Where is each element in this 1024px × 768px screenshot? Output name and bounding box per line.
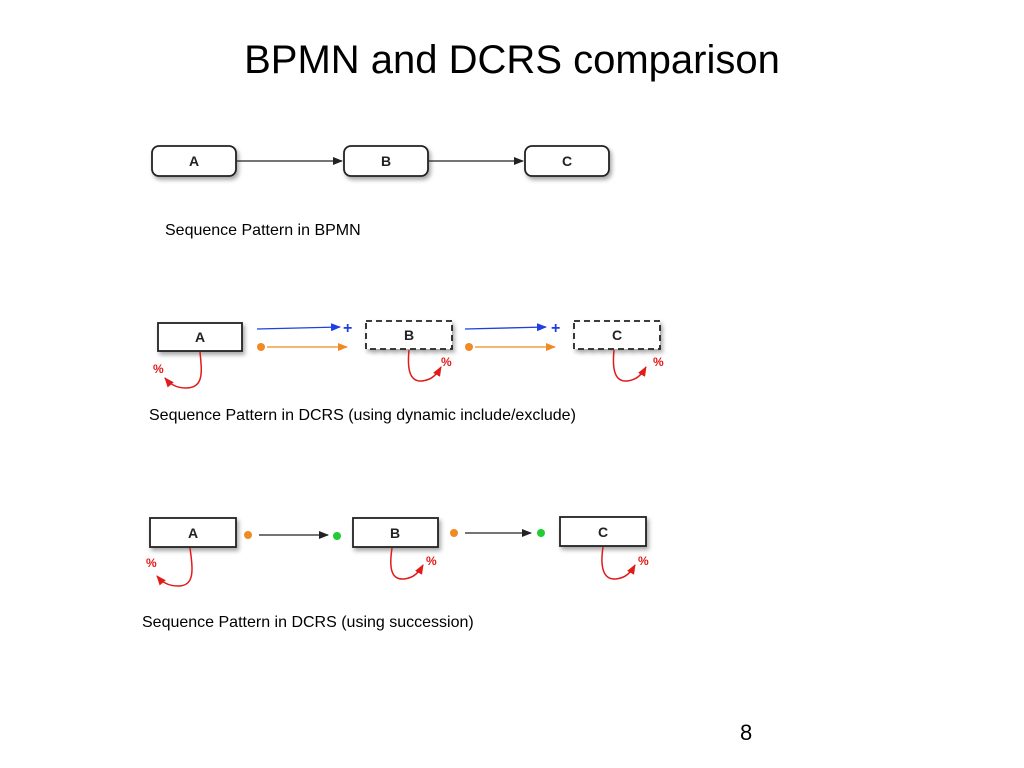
bpmn-task-b-label: B bbox=[381, 153, 391, 169]
bpmn-caption: Sequence Pattern in BPMN bbox=[165, 222, 361, 239]
include-symbol-a-b: + bbox=[343, 320, 352, 337]
include-arrow-b-c bbox=[464, 323, 547, 332]
condition-dot-a-b bbox=[257, 343, 265, 351]
dcrs-s-event-a: A bbox=[149, 517, 237, 548]
condition-dot-b-c-green bbox=[537, 529, 545, 537]
dcrs-succession-diagram: A % B % C % bbox=[146, 516, 649, 587]
dcrs-ie-event-a: A bbox=[157, 322, 243, 352]
dcrs-s-event-c-label: C bbox=[598, 524, 608, 540]
exclude-self-arrow-a-succession bbox=[156, 547, 193, 587]
dcrs-ie-event-b-label: B bbox=[404, 327, 414, 343]
include-symbol-b-c: + bbox=[551, 320, 560, 337]
exclude-symbol-a: % bbox=[153, 362, 164, 376]
exclude-self-arrow-a bbox=[164, 351, 202, 389]
exclude-self-arrow-b-succession bbox=[390, 547, 424, 580]
exclude-symbol-b-succession: % bbox=[426, 554, 437, 568]
dcrs-s-event-c: C bbox=[559, 516, 647, 547]
dcrs-s-event-b: B bbox=[352, 517, 439, 548]
bpmn-task-c-label: C bbox=[562, 153, 572, 169]
condition-dot-b-c bbox=[465, 343, 473, 351]
dcrs-ie-event-a-label: A bbox=[195, 329, 205, 345]
slide-title: BPMN and DCRS comparison bbox=[244, 38, 780, 82]
exclude-symbol-c-succession: % bbox=[638, 554, 649, 568]
exclude-symbol-a-succession: % bbox=[146, 556, 157, 570]
dcrs-ie-event-c-label: C bbox=[612, 327, 622, 343]
bpmn-task-a: A bbox=[151, 145, 237, 177]
exclude-symbol-c: % bbox=[653, 355, 664, 369]
exclude-self-arrow-c bbox=[612, 349, 647, 382]
bpmn-task-a-label: A bbox=[189, 153, 199, 169]
include-arrow-a-b bbox=[256, 323, 341, 332]
exclude-self-arrow-c-succession bbox=[601, 546, 636, 580]
bpmn-task-b: B bbox=[343, 145, 429, 177]
response-dot-a-b bbox=[244, 531, 252, 539]
exclude-symbol-b: % bbox=[441, 355, 452, 369]
dcrs-ie-event-c: C bbox=[573, 320, 661, 350]
dcrs-succession-caption: Sequence Pattern in DCRS (using successi… bbox=[142, 614, 474, 631]
page-number: 8 bbox=[740, 720, 753, 745]
dcrs-s-event-b-label: B bbox=[390, 525, 400, 541]
bpmn-task-c: C bbox=[524, 145, 610, 177]
dcrs-include-exclude-diagram: A % + B % + C % bbox=[153, 320, 664, 389]
dcrs-s-event-a-label: A bbox=[188, 525, 198, 541]
dcrs-include-exclude-caption: Sequence Pattern in DCRS (using dynamic … bbox=[149, 407, 576, 424]
exclude-self-arrow-b bbox=[407, 349, 442, 382]
response-dot-b-c bbox=[450, 529, 458, 537]
dcrs-ie-event-b: B bbox=[365, 320, 453, 350]
condition-dot-a-b-green bbox=[333, 532, 341, 540]
bpmn-diagram: A B C bbox=[151, 145, 610, 177]
